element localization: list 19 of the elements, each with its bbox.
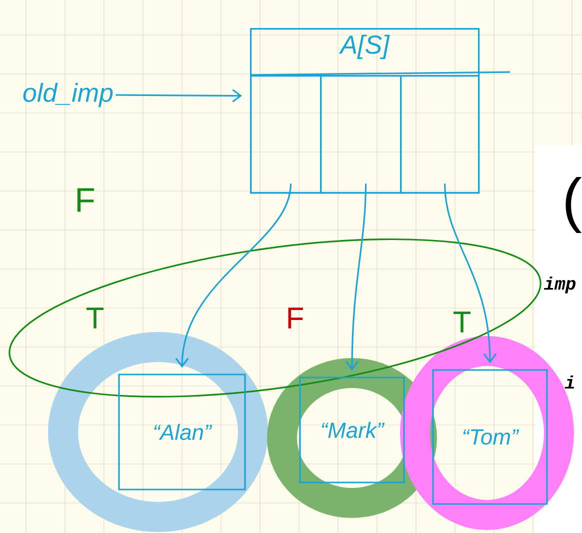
string-box: “Alan”: [118, 374, 246, 490]
variable-label: old_imp: [23, 82, 113, 108]
array-cell: [250, 75, 322, 194]
arrow: [444, 184, 497, 364]
array-cell: [320, 75, 402, 194]
arrow: [116, 89, 242, 102]
code-text: i: [564, 375, 574, 389]
truth-mark: F: [77, 188, 94, 212]
bracket-text: (: [566, 177, 582, 233]
arrow: [175, 183, 292, 368]
string-box: “Tom”: [432, 369, 548, 505]
arrow: [345, 184, 367, 371]
truth-mark: T: [86, 308, 104, 328]
truth-mark: T: [454, 312, 470, 332]
code-text: imp: [544, 276, 576, 294]
truth-mark: F: [288, 308, 303, 328]
string-box: “Mark”: [299, 376, 405, 484]
array-box: A[S]: [250, 28, 480, 194]
array-cell: [400, 75, 480, 194]
